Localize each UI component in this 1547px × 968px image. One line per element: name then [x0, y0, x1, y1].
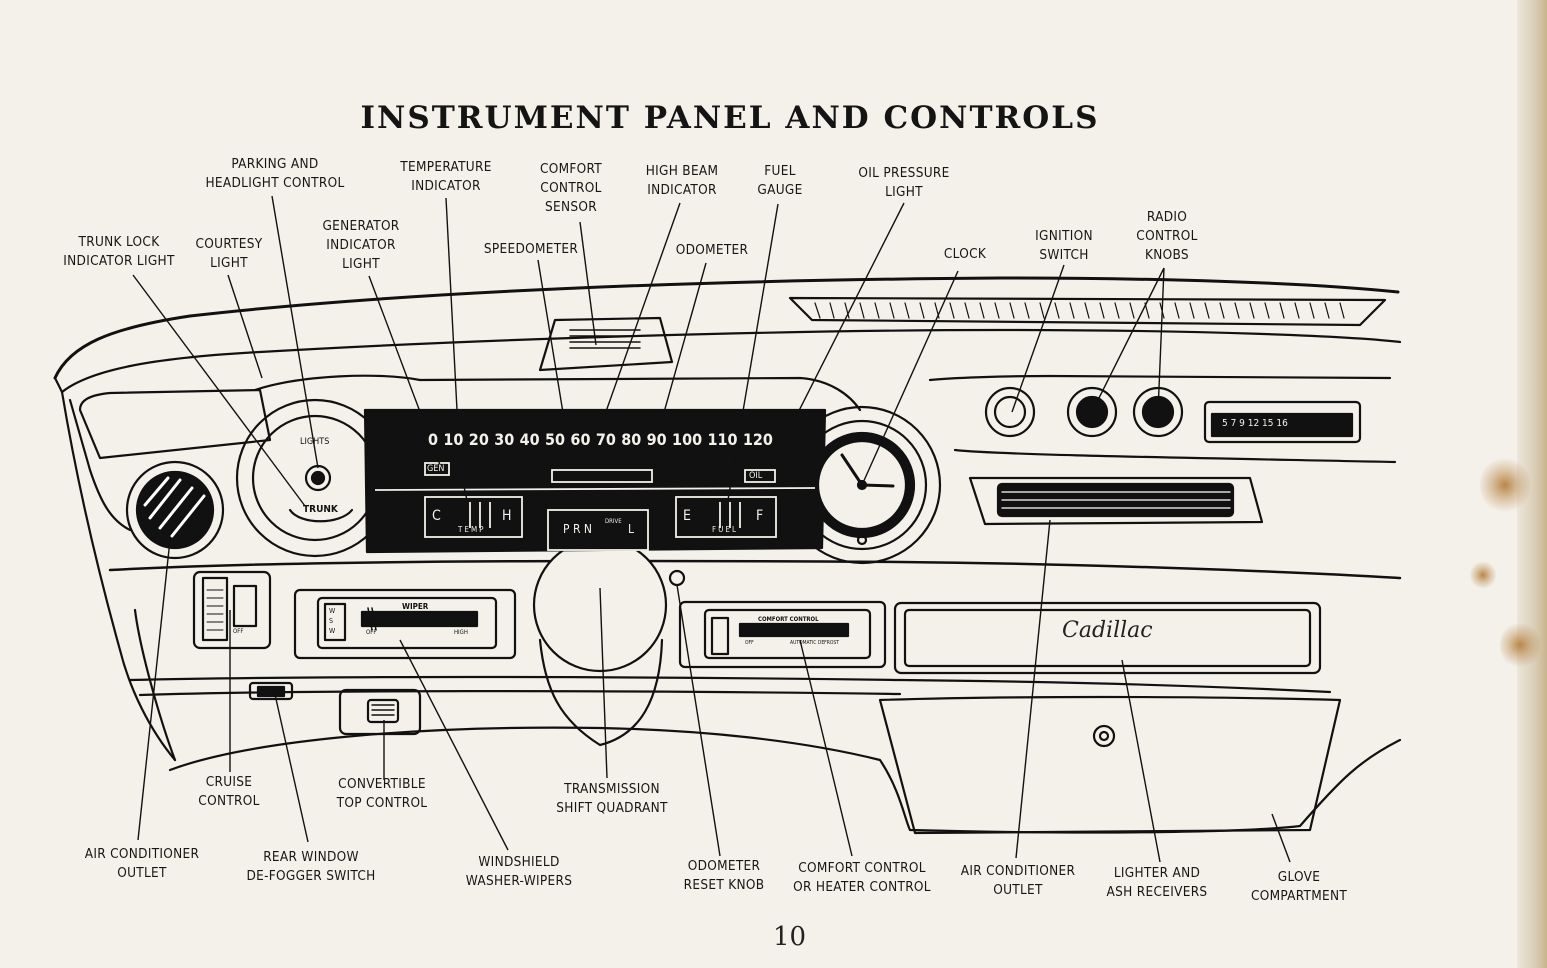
- speed-tick: 80: [621, 430, 642, 449]
- automatic-defrost: AUTOMATIC DEFROST: [790, 640, 840, 646]
- label-ignition-switch: IGNITION SWITCH: [1035, 228, 1093, 263]
- radio-dial: 5 7 9 12 15 16: [1222, 418, 1288, 429]
- temp-word: TEMP: [458, 525, 486, 534]
- speed-tick: 40: [519, 430, 540, 449]
- fuel-word: FUEL: [712, 525, 738, 534]
- label-ac-outlet-right: AIR CONDITIONER OUTLET: [960, 863, 1076, 898]
- label-windshield-wipers: WINDSHIELD WASHER-WIPERS: [465, 854, 573, 889]
- wsw-marking: W S W: [329, 607, 338, 635]
- speed-tick: 10: [443, 430, 464, 449]
- wiper-marking: WIPER: [402, 602, 429, 611]
- label-fuel-gauge: FUEL GAUGE: [757, 163, 803, 198]
- speed-tick: 30: [494, 430, 515, 449]
- fuel-full: F: [756, 508, 764, 524]
- label-rear-window: REAR WINDOW DE-FOGGER SWITCH: [246, 849, 376, 884]
- label-cruise-control: CRUISE CONTROL: [198, 774, 260, 809]
- label-lighter-ash: LIGHTER AND ASH RECEIVERS: [1106, 865, 1208, 900]
- label-comfort-sensor: COMFORT CONTROL SENSOR: [539, 161, 603, 215]
- wiper-off: OFF: [366, 629, 377, 636]
- label-convertible-top: CONVERTIBLE TOP CONTROL: [336, 776, 428, 811]
- label-odometer-reset: ODOMETER RESET KNOB: [683, 858, 765, 893]
- speed-tick: 100: [672, 430, 703, 449]
- label-generator-light: GENERATOR INDICATOR LIGHT: [322, 218, 400, 272]
- oil-indicator: OIL: [749, 471, 763, 481]
- label-oil-pressure: OIL PRESSURE LIGHT: [858, 165, 950, 200]
- page-title: INSTRUMENT PANEL AND CONTROLS: [360, 100, 1100, 136]
- trunk-indicator: TRUNK: [303, 504, 338, 515]
- speed-tick: 90: [646, 430, 667, 449]
- label-parking-headlight: PARKING AND HEADLIGHT CONTROL: [205, 156, 345, 191]
- shift-drive: DRIVE: [605, 518, 622, 525]
- label-speedometer: SPEEDOMETER: [483, 241, 579, 257]
- label-glove-compartment: GLOVE COMPARTMENT: [1250, 869, 1348, 904]
- lights-marking: LIGHTS: [300, 437, 330, 447]
- cadillac-script: Cadillac: [1062, 618, 1153, 643]
- speed-tick: 20: [468, 430, 489, 449]
- speedometer-scale: 0 10 20 30 40 50 60 70 80 90 100 110 120: [428, 430, 773, 449]
- temp-hot: H: [502, 508, 512, 524]
- label-radio-knobs: RADIO CONTROL KNOBS: [1136, 209, 1198, 263]
- label-temperature-indicator: TEMPERATURE INDICATOR: [400, 159, 492, 194]
- fuel-empty: E: [683, 508, 691, 524]
- label-courtesy-light: COURTESY LIGHT: [195, 236, 263, 271]
- label-odometer: ODOMETER: [675, 242, 749, 258]
- gen-indicator: GEN: [427, 464, 445, 474]
- temp-cold: C: [432, 508, 441, 524]
- shift-prn: P R N: [563, 522, 592, 536]
- comfort-control-marking: COMFORT CONTROL: [758, 616, 819, 623]
- label-comfort-heater: COMFORT CONTROL OR HEATER CONTROL: [793, 860, 931, 895]
- speed-tick: 110: [707, 430, 738, 449]
- label-clock: CLOCK: [943, 246, 987, 262]
- shift-low: L: [628, 522, 635, 536]
- label-transmission: TRANSMISSION SHIFT QUADRANT: [556, 781, 668, 816]
- label-trunk-lock: TRUNK LOCK INDICATOR LIGHT: [63, 234, 175, 269]
- label-ac-outlet-left: AIR CONDITIONER OUTLET: [84, 846, 200, 881]
- label-high-beam: HIGH BEAM INDICATOR: [645, 163, 719, 198]
- stain: [1470, 560, 1496, 590]
- speed-tick: 60: [570, 430, 591, 449]
- cruise-off: OFF: [233, 628, 244, 635]
- speed-tick: 120: [742, 430, 773, 449]
- speed-tick: 50: [545, 430, 566, 449]
- stain: [1500, 620, 1540, 670]
- comfort-off: OFF: [745, 640, 754, 646]
- wiper-high: HIGH: [454, 629, 468, 636]
- stain: [1480, 455, 1530, 515]
- speed-tick: 70: [595, 430, 616, 449]
- speed-tick: 0: [428, 430, 439, 449]
